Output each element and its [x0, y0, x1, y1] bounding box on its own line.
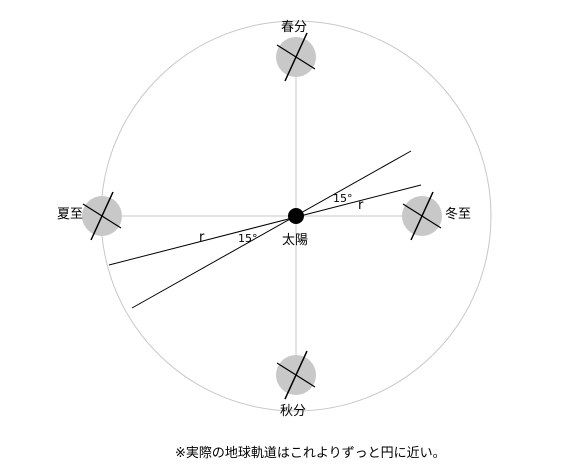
radius-line-lower: [108, 184, 422, 266]
earth-spring-equinox: [276, 32, 316, 82]
radius-line-upper: [131, 150, 412, 309]
label-autumn-equinox: 秋分: [280, 404, 306, 419]
earth-autumn-equinox: [276, 350, 316, 400]
label-angle-right: 15°: [333, 192, 353, 205]
label-summer-solstice: 夏至: [57, 207, 83, 222]
earth-summer-solstice: [82, 191, 122, 241]
label-radius-left: r: [199, 230, 205, 245]
label-radius-right: r: [358, 198, 364, 213]
label-winter-solstice: 冬至: [445, 206, 471, 222]
label-angle-left: 15°: [238, 232, 258, 245]
label-sun: 太陽: [282, 233, 308, 248]
earth-winter-solstice: [402, 191, 442, 241]
sun: [288, 208, 304, 224]
footnote: ※実際の地球軌道はこれよりずっと円に近い。: [175, 446, 446, 461]
label-spring-equinox: 春分: [281, 20, 307, 35]
